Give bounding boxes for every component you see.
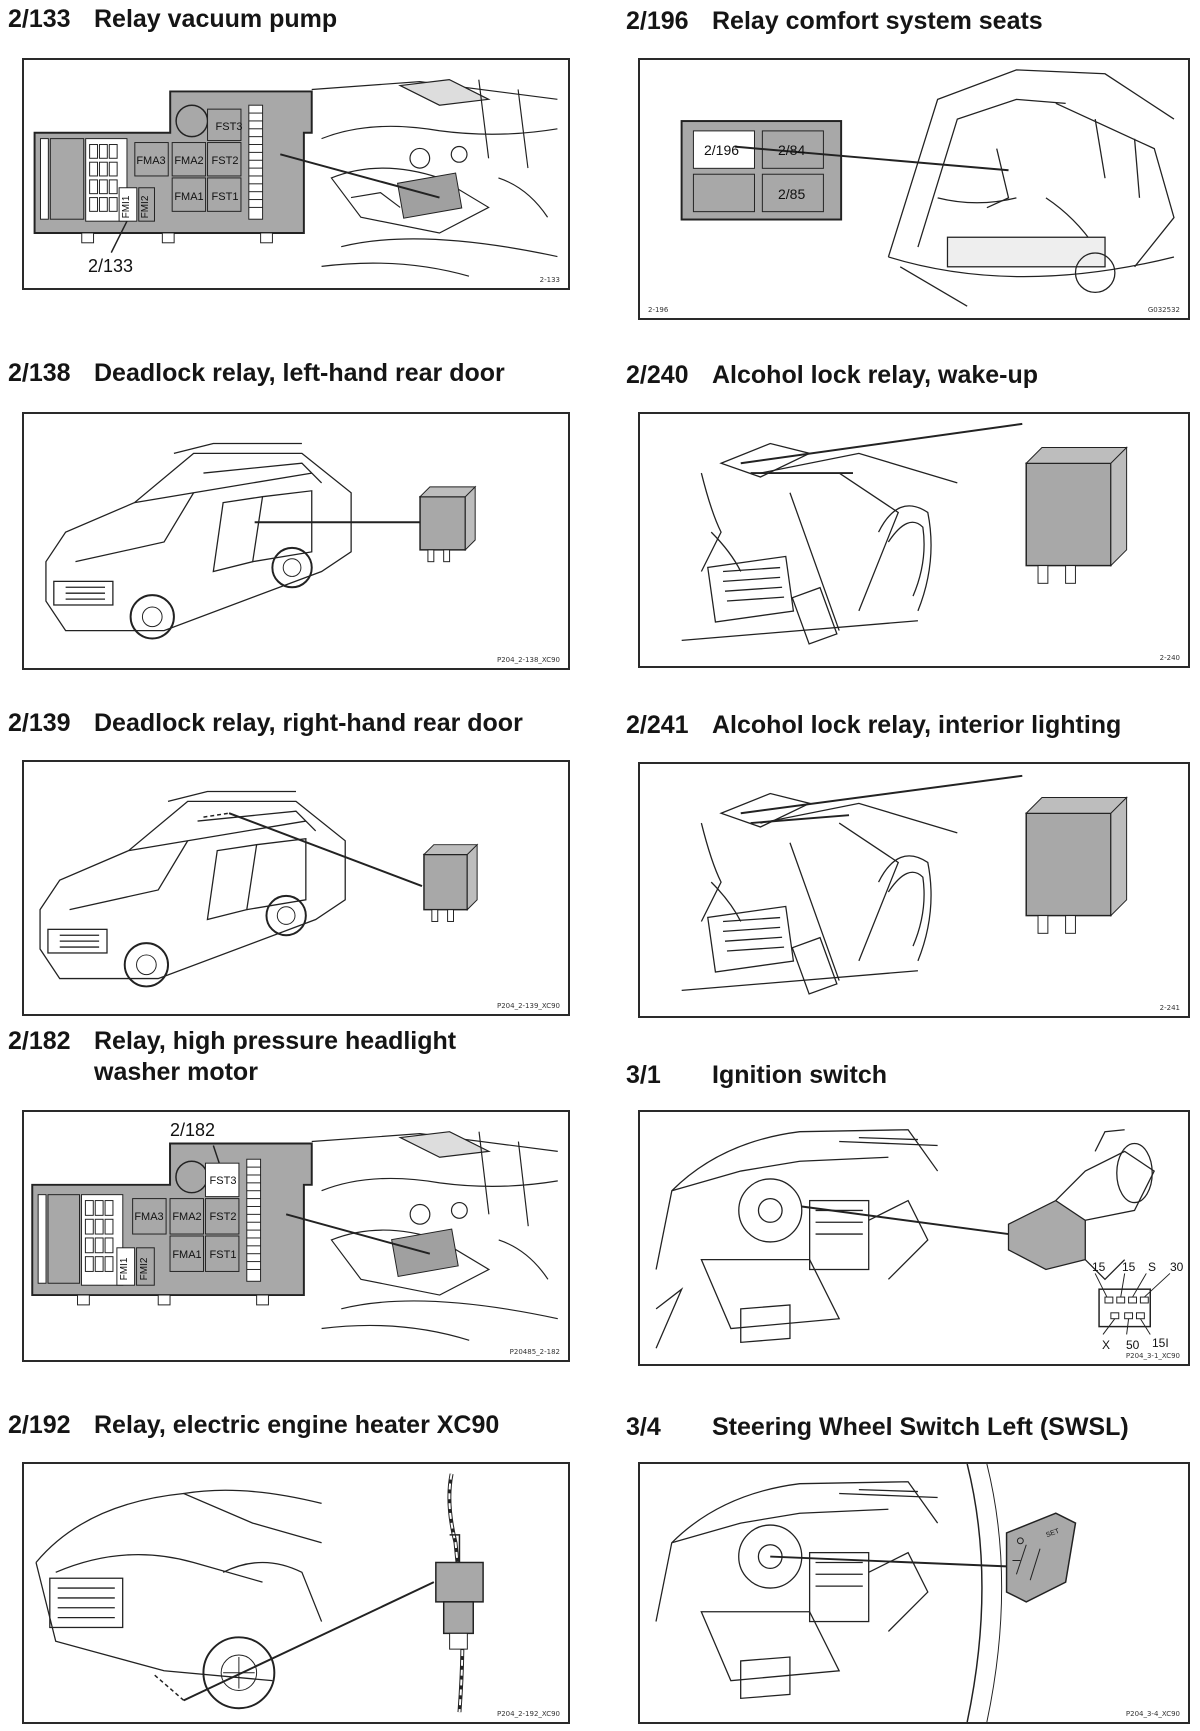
section-heading-line2: washer motor — [94, 1058, 258, 1086]
figure-reference: G032532 — [1147, 306, 1180, 314]
ignition-pin-50: 50 — [1126, 1338, 1140, 1352]
diagram-panel-2-182: FST3 FMA3 FMA2 FST2 FMA1 FST1 FMI1 FMI2 … — [22, 1110, 570, 1362]
ignition-pin-x: X — [1102, 1338, 1111, 1352]
figure-reference: P204_2-192_XC90 — [496, 1710, 560, 1718]
ignition-pin-30: 30 — [1170, 1260, 1184, 1274]
fuse-box-diagram — [33, 79, 558, 277]
section-heading: Relay, high pressure headlight washer mot… — [94, 1026, 456, 1088]
section-title: 3/4 Steering Wheel Switch Left (SWSL) — [626, 1412, 1129, 1443]
diagram-panel-2-139: P204_2-139_XC90 — [22, 760, 570, 1016]
diagram-panel-2-138: P204_2-138_XC90 — [22, 412, 570, 670]
figure-reference: P20485_2-182 — [509, 1348, 560, 1356]
fuse-label-fst1: FST1 — [211, 191, 239, 203]
figure-reference-left: 2-196 — [648, 306, 669, 314]
figure-reference: 2-241 — [1159, 1004, 1180, 1012]
section-code: 2/241 — [626, 711, 689, 739]
section-heading: Deadlock relay, left-hand rear door — [94, 359, 505, 387]
fuse-label-fma3: FMA3 — [134, 1211, 164, 1223]
section-heading: Deadlock relay, right-hand rear door — [94, 709, 523, 737]
fuse-label-fst2: FST2 — [211, 155, 239, 167]
section-code: 2/192 — [8, 1411, 71, 1439]
ignition-pin-15i: 15I — [1152, 1336, 1169, 1350]
relay-label-2-196: 2/196 — [704, 142, 740, 158]
section-heading: Alcohol lock relay, wake-up — [712, 361, 1039, 389]
section-title: 2/133 Relay vacuum pump — [8, 4, 337, 35]
diagram-panel-3-1: 15 15 S 30 X 50 15I P204_3-1_XC90 — [638, 1110, 1190, 1366]
section-title: 2/241 Alcohol lock relay, interior lighti… — [626, 710, 1121, 741]
fuse-label-fst3: FST3 — [215, 121, 243, 133]
fuse-label-fmi2: FMI2 — [140, 195, 151, 219]
fuse-label-fmi1: FMI1 — [121, 195, 132, 219]
fuse-box-diagram — [31, 1131, 558, 1341]
section-heading-line1: Relay, high pressure headlight — [94, 1027, 457, 1055]
engine-heater-diagram — [35, 1473, 484, 1713]
section-code: 2/196 — [626, 7, 689, 35]
section-title: 3/1 Ignition switch — [626, 1060, 887, 1091]
figure-reference: 2-133 — [539, 276, 560, 284]
figure-reference: 2-240 — [1159, 654, 1180, 662]
fuse-label-fst1: FST1 — [209, 1249, 237, 1261]
section-code: 2/138 — [8, 359, 71, 387]
section-heading: Relay vacuum pump — [94, 5, 338, 33]
section-heading: Alcohol lock relay, interior lighting — [712, 711, 1122, 739]
fuse-label-fmi1: FMI1 — [119, 1257, 130, 1281]
fuse-label-fma2: FMA2 — [172, 1211, 202, 1223]
ignition-switch-diagram — [655, 1129, 1171, 1349]
section-title: 2/240 Alcohol lock relay, wake-up — [626, 360, 1038, 391]
diagram-panel-3-4: SET P204_3-4_XC90 — [638, 1462, 1190, 1724]
section-code: 2/133 — [8, 5, 71, 33]
fuse-label-fma2: FMA2 — [174, 155, 204, 167]
fuse-label-fma1: FMA1 — [174, 191, 204, 203]
pedal-relay-diagram — [681, 774, 1128, 995]
diagram-panel-2-192: P204_2-192_XC90 — [22, 1462, 570, 1724]
section-code: 3/4 — [626, 1413, 661, 1441]
pedal-relay-diagram — [681, 422, 1128, 645]
section-title: 2/196 Relay comfort system seats — [626, 6, 1043, 37]
ignition-pin-15a: 15 — [1092, 1260, 1106, 1274]
steering-switch-diagram — [655, 1464, 1077, 1722]
diagram-panel-2-241: 2-241 — [638, 762, 1190, 1018]
figure-reference: P204_3-1_XC90 — [1125, 1352, 1180, 1360]
car-relay-diagram — [45, 442, 477, 640]
section-code: 3/1 — [626, 1061, 661, 1089]
relay-label-2-84: 2/84 — [778, 142, 806, 158]
section-heading: Relay comfort system seats — [712, 7, 1043, 35]
trunk-relay-diagram — [680, 69, 1175, 307]
figure-reference: P204_2-139_XC90 — [496, 1002, 560, 1010]
section-title: 2/182 Relay, high pressure headlight washe… — [8, 1026, 456, 1088]
section-title: 2/139 Deadlock relay, right-hand rear doo… — [8, 708, 523, 739]
fuse-label-fst2: FST2 — [209, 1211, 237, 1223]
section-title: 2/192 Relay, electric engine heater XC90 — [8, 1410, 499, 1441]
fuse-label-fma3: FMA3 — [136, 155, 166, 167]
callout-2-182: 2/182 — [170, 1120, 216, 1140]
ignition-pin-s: S — [1148, 1260, 1157, 1274]
fuse-label-fma1: FMA1 — [172, 1249, 202, 1261]
diagram-panel-2-133: FST3 FMA3 FMA2 FST2 FMA1 FST1 FMI1 FMI2 … — [22, 58, 570, 290]
section-code: 2/182 — [8, 1027, 71, 1055]
figure-reference: P204_3-4_XC90 — [1125, 1710, 1180, 1718]
ignition-pin-15b: 15 — [1122, 1260, 1136, 1274]
callout-2-133: 2/133 — [88, 256, 134, 276]
car-relay-diagram — [39, 790, 479, 988]
figure-reference: P204_2-138_XC90 — [496, 656, 560, 664]
section-code: 2/240 — [626, 361, 689, 389]
diagram-panel-2-196: 2/196 2/84 2/85 2-196 G032532 — [638, 58, 1190, 320]
section-heading: Ignition switch — [712, 1061, 887, 1089]
section-heading: Steering Wheel Switch Left (SWSL) — [712, 1413, 1129, 1441]
diagram-panel-2-240: 2-240 — [638, 412, 1190, 668]
section-title: 2/138 Deadlock relay, left-hand rear door — [8, 358, 505, 389]
fuse-label-fst3: FST3 — [209, 1175, 237, 1187]
section-heading: Relay, electric engine heater XC90 — [94, 1411, 500, 1439]
fuse-label-fmi2: FMI2 — [139, 1257, 150, 1281]
section-code: 2/139 — [8, 709, 71, 737]
relay-label-2-85: 2/85 — [778, 186, 806, 202]
